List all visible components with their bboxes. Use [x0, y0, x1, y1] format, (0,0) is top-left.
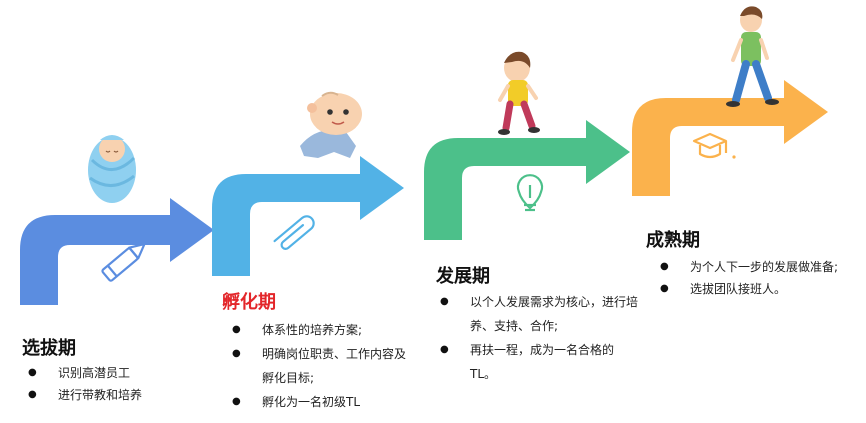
swaddled-infant — [88, 135, 136, 203]
graduation-cap-icon — [692, 132, 736, 159]
crawling-baby — [300, 91, 362, 158]
walking-child — [498, 51, 540, 135]
paperclip-icon — [273, 215, 315, 250]
list-item: 为个人下一步的发展做准备; — [660, 256, 866, 278]
list-item: 进行带教和培养 — [28, 384, 218, 406]
pencil-icon — [101, 242, 146, 282]
list-item: 孵化为一名初级TL — [232, 390, 412, 414]
list-item: 再扶一程，成为一名合格的TL。 — [440, 338, 640, 386]
stage-1-bullets: 识别高潜员工 进行带教和培养 — [28, 362, 218, 406]
list-item: 识别高潜员工 — [28, 362, 218, 384]
stage-1-title: 选拔期 — [22, 338, 76, 359]
stage-3-arrow — [424, 120, 630, 240]
stage-3-bullets: 以个人发展需求为核心，进行培养、支持、合作; 再扶一程，成为一名合格的TL。 — [440, 290, 640, 386]
stage-4-title: 成熟期 — [646, 230, 700, 251]
stage-2-arrow — [212, 156, 404, 276]
list-item: 体系性的培养方案; — [232, 318, 412, 342]
list-item: 选拔团队接班人。 — [660, 278, 866, 300]
stage-3-title: 发展期 — [436, 266, 490, 287]
list-item: 以个人发展需求为核心，进行培养、支持、合作; — [440, 290, 640, 338]
stage-1-arrow — [20, 198, 214, 305]
stage-4-bullets: 为个人下一步的发展做准备; 选拔团队接班人。 — [660, 256, 866, 300]
stage-2-bullets: 体系性的培养方案; 明确岗位职责、工作内容及孵化目标; 孵化为一名初级TL — [232, 318, 412, 414]
walking-boy — [726, 6, 779, 107]
lightbulb-icon — [516, 174, 544, 212]
stage-2-title: 孵化期 — [222, 292, 276, 313]
list-item: 明确岗位职责、工作内容及孵化目标; — [232, 342, 412, 390]
stage-4-arrow — [632, 80, 828, 196]
